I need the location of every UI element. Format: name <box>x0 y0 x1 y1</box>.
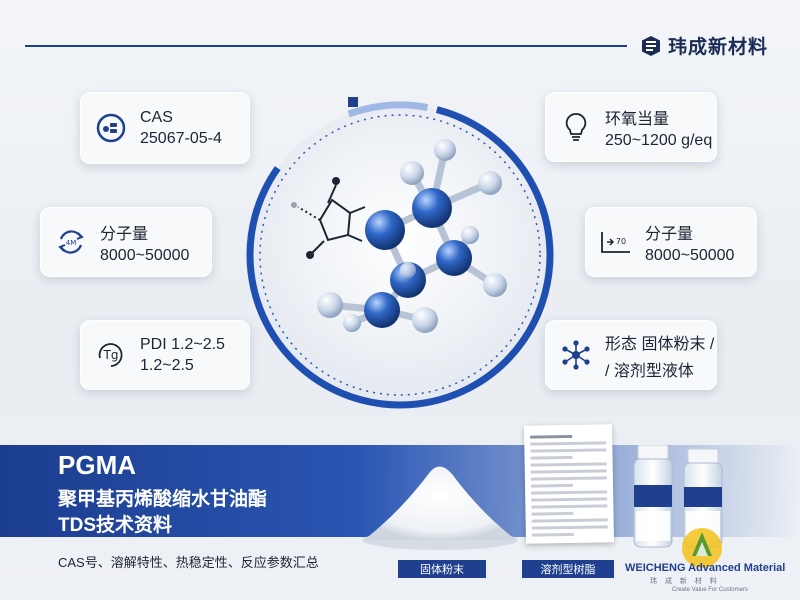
ruler-gauge-icon: 70 <box>599 225 633 259</box>
label-solvent-resin: 溶剂型树脂 <box>522 560 614 578</box>
mw-left-value: 8000~50000 <box>100 246 190 264</box>
weicheng-watermark-icon <box>682 528 722 568</box>
cas-value: 25067-05-4 <box>140 129 222 147</box>
form-label: 形态 固体粉末 / <box>605 335 715 353</box>
card-pdi: Tg PDI 1.2~2.5 1.2~2.5 <box>80 320 250 390</box>
structure-formula <box>297 184 366 254</box>
mw-right-label: 分子量 <box>645 225 694 243</box>
product-code: PGMA <box>58 450 136 480</box>
lightbulb-icon <box>559 110 593 144</box>
card-molecular-weight-right: 70 分子量 8000~50000 <box>585 207 757 277</box>
form-value: / 溶剂型液体 <box>605 362 694 380</box>
brand: 玮成新材料 <box>640 32 768 59</box>
brand-logo-icon <box>642 35 660 56</box>
card-cas: CAS 25067-05-4 <box>80 92 250 164</box>
pdi-value: 1.2~2.5 <box>140 356 194 374</box>
epoxy-value: 250~1200 g/eq <box>605 131 713 149</box>
mw-left-label: 分子量 <box>100 225 149 243</box>
cas-chip-icon <box>94 111 128 145</box>
card-epoxy-equivalent: 环氧当量 250~1200 g/eq <box>545 92 717 162</box>
tg-icon-text: Tg <box>103 348 119 362</box>
molecule-network-icon <box>559 338 593 372</box>
cycle-arrows-icon: 4M <box>54 225 88 259</box>
molecule-ring <box>246 97 554 409</box>
weicheng-watermark-tagline: Create Value For Customers <box>672 587 748 593</box>
document-type: TDS技术资料 <box>58 515 173 536</box>
weicheng-watermark-name: WEICHENG Advanced Material <box>625 562 786 574</box>
cas-label: CAS <box>140 108 173 126</box>
summary-text: CAS号、溶解特性、热稳定性、反应参数汇总 <box>58 555 319 570</box>
card-molecular-weight-left: 4M 分子量 8000~50000 <box>40 207 212 277</box>
label-powder: 固体粉末 <box>398 560 486 578</box>
mw-right-value: 8000~50000 <box>645 246 735 264</box>
card-form: 形态 固体粉末 / / 溶剂型液体 <box>545 320 717 390</box>
svg-text:70: 70 <box>616 237 626 246</box>
header-rule <box>25 45 627 47</box>
pdi-label: PDI 1.2~2.5 <box>140 335 225 353</box>
sample-bottles-image <box>633 445 723 548</box>
product-name: 聚甲基丙烯酸缩水甘油酯 <box>58 489 268 510</box>
powder-image <box>362 466 518 550</box>
epoxy-label: 环氧当量 <box>605 110 670 128</box>
tg-icon: Tg <box>94 338 128 372</box>
tds-document-image <box>523 424 615 544</box>
svg-text:4M: 4M <box>66 239 77 247</box>
weicheng-watermark-cn: 玮 成 新 材 料 <box>650 578 720 585</box>
brand-name: 玮成新材料 <box>668 37 769 58</box>
